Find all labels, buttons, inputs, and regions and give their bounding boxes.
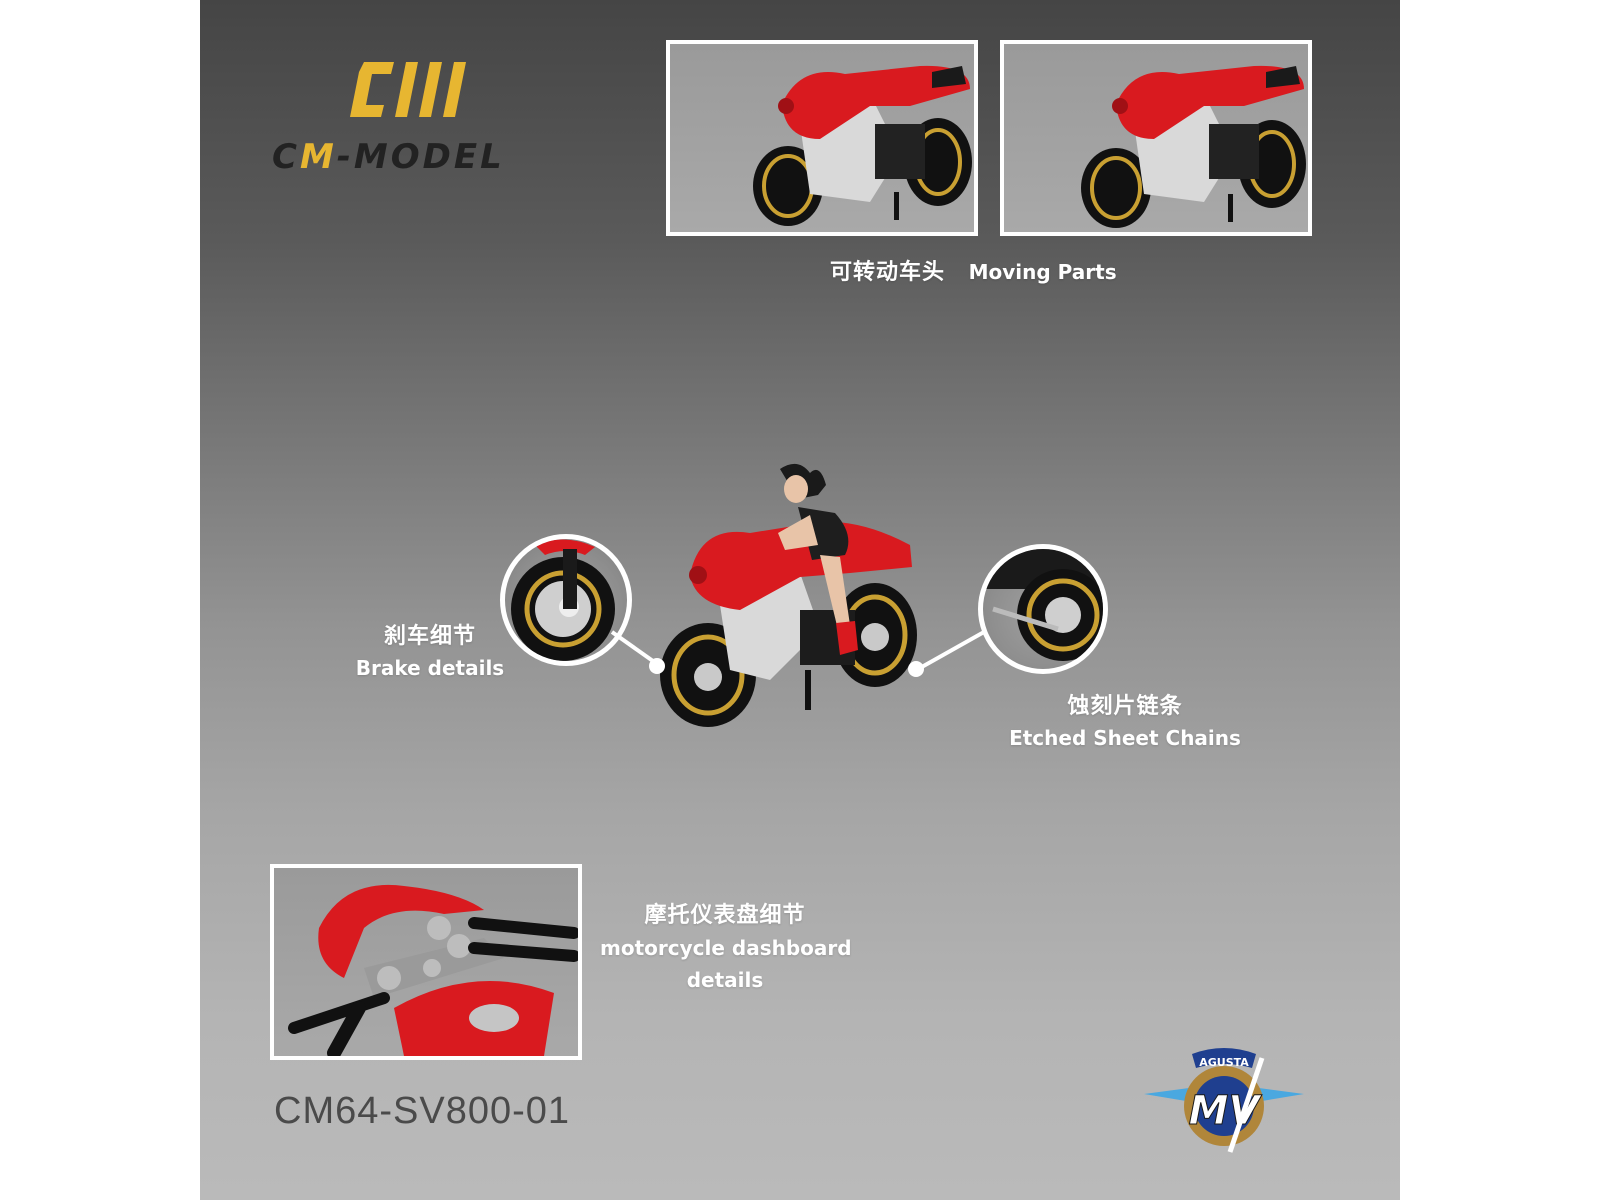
chain-callout-line [919, 630, 985, 670]
chain-caption: 蚀刻片链条 Etched Sheet Chains [1000, 688, 1250, 750]
chain-detail-circle [978, 544, 1108, 674]
dashboard-photo-icon [288, 884, 578, 1056]
dashboard-caption-en-line2: details [686, 968, 764, 992]
moving-parts-caption-en: Moving Parts [968, 260, 1117, 284]
cm-model-wordmark: CM-MODEL [272, 138, 505, 174]
chain-callout-dot [908, 661, 924, 677]
dashboard-detail-photo [270, 864, 582, 1060]
chain-detail-photo-icon [983, 549, 1103, 661]
brake-detail-circle [500, 534, 632, 666]
cm-logo-mark-icon [350, 62, 466, 117]
chain-caption-en: Etched Sheet Chains [1009, 726, 1241, 750]
dashboard-caption-cn: 摩托仪表盘细节 [644, 903, 806, 928]
product-banner: CM-MODEL [200, 0, 1400, 1200]
agusta-logo-text: AGUSTA [1199, 1056, 1249, 1069]
dashboard-caption-en-line1: motorcycle dashboard [600, 936, 852, 960]
mv-agusta-logo-icon: AGUSTA MV [1144, 1048, 1304, 1153]
moving-parts-photo-2 [1000, 40, 1312, 236]
moving-parts-caption: 可转动车头 Moving Parts [830, 254, 1117, 286]
moving-parts-photo-1 [666, 40, 978, 236]
brake-caption-cn: 刹车细节 [383, 624, 476, 649]
brake-callout-dot [649, 658, 665, 674]
product-sku: CM64-SV800-01 [274, 1090, 571, 1132]
motorcycle-photo-icon [1081, 65, 1306, 228]
chain-caption-cn: 蚀刻片链条 [1067, 694, 1183, 719]
motorcycle-photo-icon [753, 65, 972, 226]
brake-detail-photo-icon [511, 539, 615, 661]
brake-caption: 刹车细节 Brake details [320, 618, 540, 680]
brake-caption-en: Brake details [355, 656, 505, 680]
svg-text:CM-MODEL: CM-MODEL [272, 138, 505, 174]
dashboard-caption: 摩托仪表盘细节 motorcycle dashboard details [600, 900, 852, 996]
hero-motorcycle-image [660, 463, 917, 727]
moving-parts-caption-cn: 可转动车头 [830, 260, 946, 285]
